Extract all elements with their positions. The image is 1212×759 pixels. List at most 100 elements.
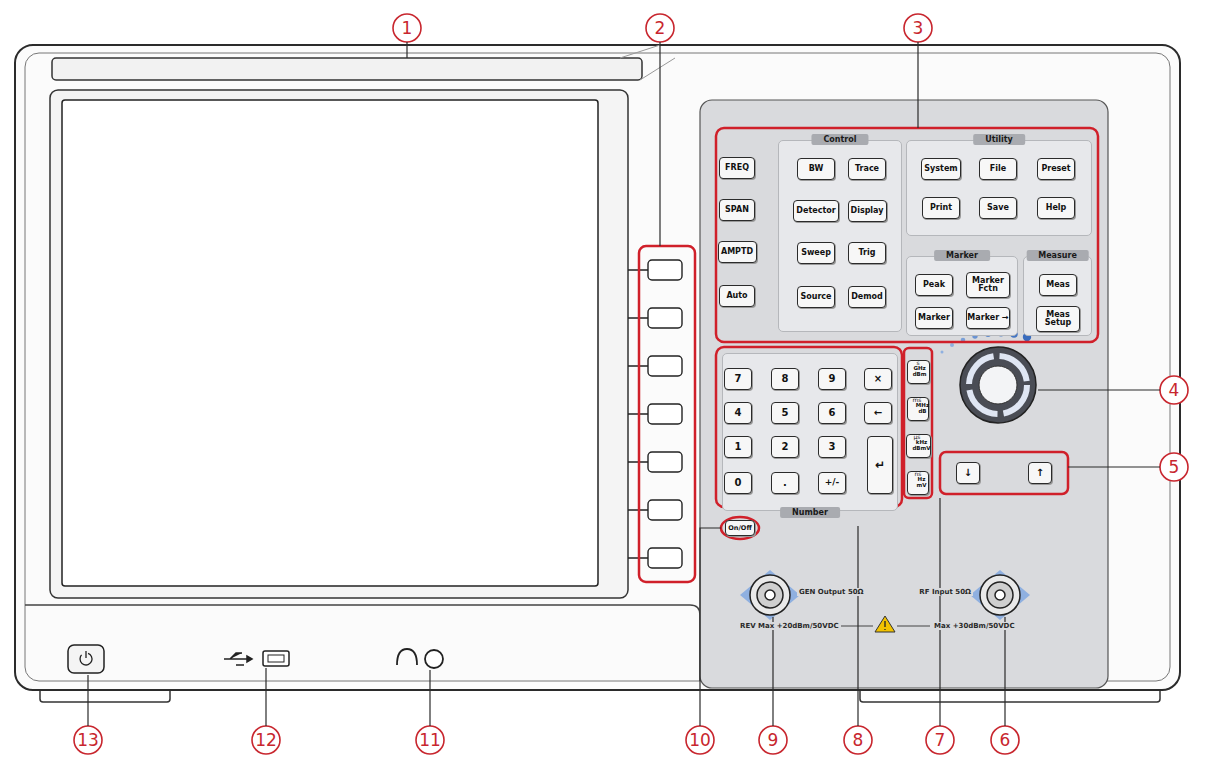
key-label: Trig <box>859 249 876 257</box>
key-label: BW <box>809 165 823 173</box>
panel-key: 5 <box>771 402 799 424</box>
group-heading: Number <box>780 507 840 518</box>
key-label: Sweep <box>801 249 831 257</box>
panel-key: Auto <box>719 285 755 307</box>
panel-key: 3 <box>818 436 846 458</box>
callout-number: 11 <box>419 730 441 750</box>
panel-key: Detector <box>793 200 839 222</box>
callout-number: 2 <box>655 18 666 38</box>
callout-number: 8 <box>853 730 864 750</box>
key-label: Marker <box>918 314 950 322</box>
key-label: Hz mV <box>915 477 928 489</box>
unit-prefix: s <box>916 359 919 366</box>
key-label: MHz dB <box>916 403 929 415</box>
key-label: Save <box>987 204 1009 212</box>
key-label: Display <box>851 207 884 215</box>
panel-key: Preset <box>1037 158 1075 180</box>
panel-key: Demod <box>848 286 886 308</box>
key-label: ↵ <box>875 459 885 472</box>
port-label: RF Input 50Ω <box>917 588 973 596</box>
key-label: 2 <box>782 442 789 453</box>
port-label: REV Max +20dBm/50VDC <box>738 622 841 630</box>
key-label: 1 <box>735 442 742 453</box>
group-heading: Measure <box>1026 250 1089 261</box>
key-label: Meas Setup <box>1037 311 1079 328</box>
panel-key: File <box>979 158 1017 180</box>
panel-key: ↵ <box>867 436 893 494</box>
key-label: File <box>990 165 1006 173</box>
key-label: SPAN <box>725 206 749 214</box>
group-heading: Utility <box>973 134 1025 145</box>
panel-key: ↓ <box>956 462 980 484</box>
callout-number: 4 <box>1169 380 1180 400</box>
key-label: Preset <box>1041 165 1070 173</box>
key-label: FREQ <box>725 164 749 172</box>
panel-key: 8 <box>771 368 799 390</box>
key-label: Detector <box>796 207 835 215</box>
unit-key: sGHz dBm <box>907 360 930 384</box>
panel-key: ← <box>864 402 892 424</box>
panel-key: 9 <box>818 368 846 390</box>
callout-number: 9 <box>768 730 779 750</box>
key-label: 8 <box>782 374 789 385</box>
callout-number: 3 <box>913 18 924 38</box>
key-label: 9 <box>829 374 836 385</box>
panel-key: System <box>921 158 961 180</box>
group-heading: Marker <box>934 250 990 261</box>
key-label: 5 <box>782 408 789 419</box>
panel-key: 7 <box>724 368 752 390</box>
button-group-panel: MeasureMeasMeas Setup <box>1023 256 1092 336</box>
panel-key: Trig <box>848 242 886 264</box>
key-label: Marker Fctn <box>967 277 1009 294</box>
unit-prefix: ns <box>915 470 922 477</box>
key-label: Peak <box>923 281 945 289</box>
key-label: 3 <box>829 442 836 453</box>
unit-key: nsHz mV <box>907 471 929 495</box>
panel-key: Marker Fctn <box>966 272 1010 298</box>
panel-key: Source <box>797 286 835 308</box>
panel-key: AMPTD <box>718 241 757 263</box>
key-label: 7 <box>735 374 742 385</box>
unit-key: µskHz dBmV <box>906 434 931 458</box>
callout-number: 12 <box>255 730 277 750</box>
key-label: +/- <box>825 478 840 487</box>
panel-key: Meas Setup <box>1036 306 1080 332</box>
panel-key: Display <box>848 200 887 222</box>
key-label: Print <box>930 204 952 212</box>
button-group-panel: UtilitySystemFilePresetPrintSaveHelp <box>906 140 1092 236</box>
panel-key: . <box>771 472 799 494</box>
key-label: . <box>783 478 787 489</box>
panel-key: On/Off <box>725 520 755 536</box>
panel-key: Peak <box>915 274 953 296</box>
panel-key: SPAN <box>719 199 755 221</box>
panel-key: 2 <box>771 436 799 458</box>
callout-number: 5 <box>1169 457 1180 477</box>
panel-key: FREQ <box>719 157 755 179</box>
key-label: Trace <box>855 165 879 173</box>
callout-number: 1 <box>402 18 413 38</box>
callout-number: 6 <box>1000 730 1011 750</box>
callout-number: 13 <box>77 730 99 750</box>
key-label: Auto <box>726 292 747 300</box>
panel-key: BW <box>797 158 835 180</box>
panel-key: 1 <box>724 436 752 458</box>
panel-key: +/- <box>818 472 846 494</box>
key-label: × <box>874 374 882 385</box>
key-label: Source <box>800 293 831 301</box>
unit-prefix: ms <box>912 396 921 403</box>
panel-key: × <box>864 368 892 390</box>
panel-key: Print <box>922 197 960 219</box>
unit-key: msMHz dB <box>907 397 929 421</box>
key-label: Meas <box>1046 281 1070 289</box>
key-label: On/Off <box>728 525 751 532</box>
key-label: GHz dBm <box>911 366 929 378</box>
panel-key: Marker → <box>966 307 1010 329</box>
button-group-panel: MarkerPeakMarker FctnMarkerMarker → <box>906 256 1018 336</box>
key-label: ↑ <box>1036 468 1044 479</box>
key-label: System <box>924 165 957 173</box>
panel-key: Marker <box>915 307 953 329</box>
key-label: ↓ <box>964 468 972 479</box>
port-label: Max +30dBm/50VDC <box>932 622 1017 630</box>
key-label: Marker → <box>967 314 1008 322</box>
